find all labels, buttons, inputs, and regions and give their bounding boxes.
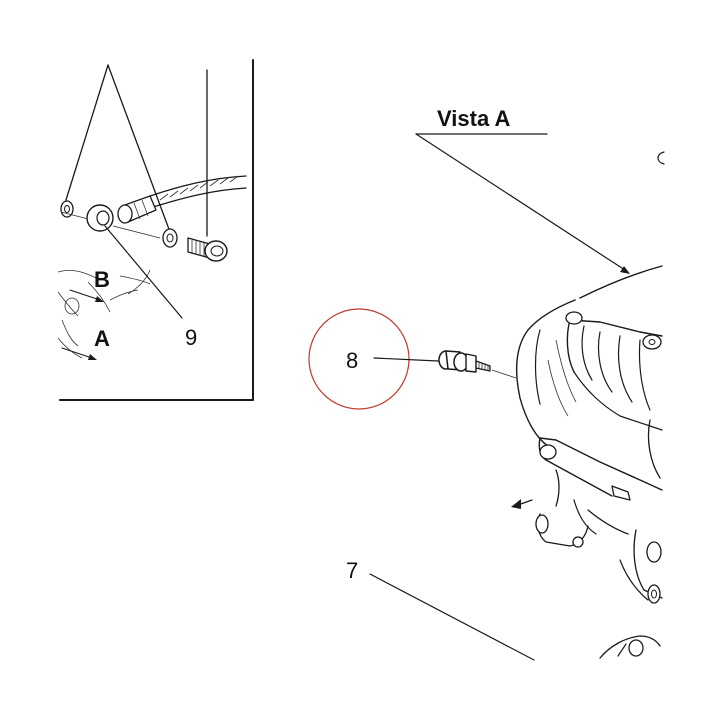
callout-9: 9 xyxy=(185,325,197,350)
leader-7 xyxy=(369,573,535,661)
arrow-b-head xyxy=(95,296,104,302)
edge-mark xyxy=(657,151,665,165)
view-leader-head xyxy=(620,266,630,274)
caliper-assembly xyxy=(516,265,663,659)
leader-9 xyxy=(104,225,183,319)
inset-detail: B A 9 xyxy=(57,59,254,401)
direction-arrow-head xyxy=(511,499,521,509)
banjo-eye xyxy=(86,204,114,232)
inset-washer-right xyxy=(112,225,178,248)
view-title: Vista A xyxy=(437,106,510,131)
bleed-screw xyxy=(438,350,517,379)
arrow-a-line xyxy=(61,347,93,359)
inset-leader-left xyxy=(65,64,109,201)
arrow-b-line xyxy=(69,289,101,301)
label-a: A xyxy=(94,326,110,351)
main-view: Vista A 8 xyxy=(308,106,665,661)
callout-7: 7 xyxy=(346,558,358,583)
inset-leader-right xyxy=(107,64,171,233)
view-leader xyxy=(415,133,629,273)
banjo-fitting xyxy=(117,195,157,224)
leader-8 xyxy=(373,357,439,362)
callout-8: 8 xyxy=(346,348,358,373)
banjo-bolt xyxy=(187,237,228,262)
braided-hose xyxy=(149,175,247,209)
label-b: B xyxy=(94,267,110,292)
arrow-a-head xyxy=(88,354,97,360)
highlight-circle xyxy=(308,308,410,410)
